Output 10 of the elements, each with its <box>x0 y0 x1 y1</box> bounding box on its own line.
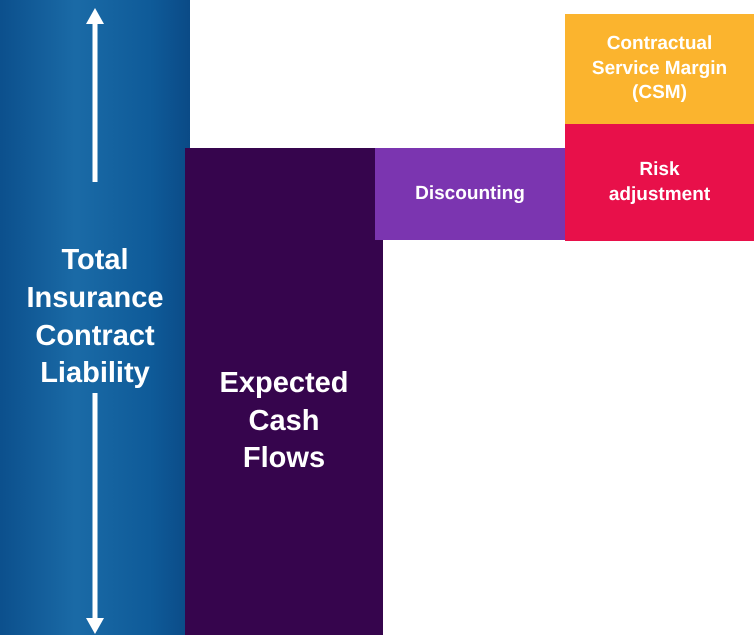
block-label: Total Insurance Contract Liability <box>26 243 164 392</box>
block-label: Contractual Service Margin (CSM) <box>590 32 728 106</box>
csm-block <box>565 14 754 124</box>
cash-flows-block <box>185 148 383 635</box>
liability-band <box>0 0 190 635</box>
discounting-block <box>375 148 565 240</box>
block-label: Expected Cash Flows <box>218 366 350 476</box>
risk-adjustment-block <box>565 124 754 241</box>
block-label: Risk adjustment <box>608 158 712 206</box>
block-label: Discounting <box>414 182 526 206</box>
